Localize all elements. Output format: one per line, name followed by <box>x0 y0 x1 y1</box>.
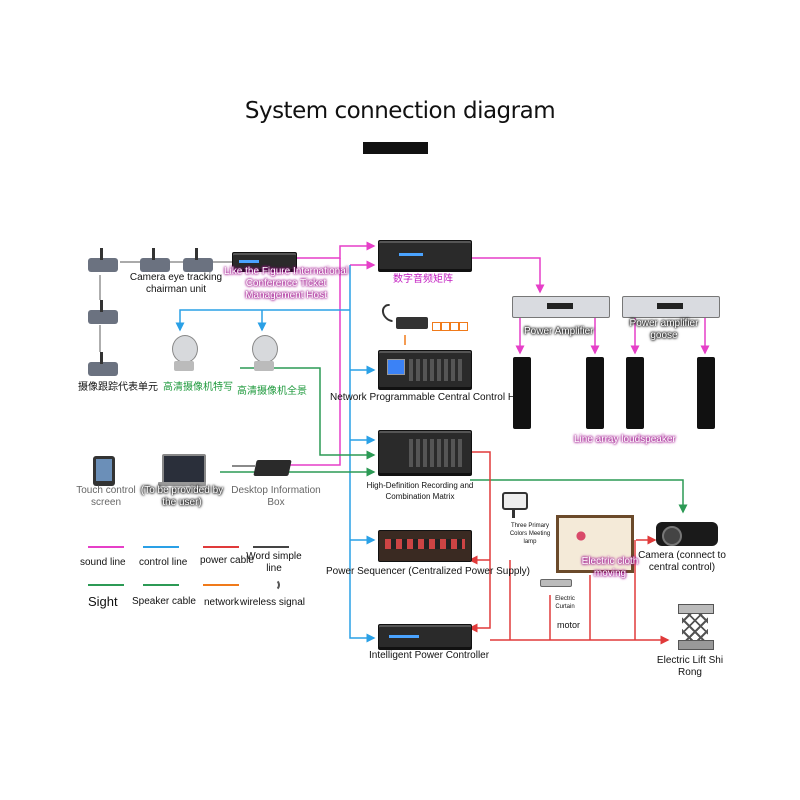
hd-camera-close-label: 高清摄像机特写 <box>163 382 233 393</box>
legend-sound-line-swatch <box>88 546 124 548</box>
motor-label: motor <box>557 620 581 630</box>
speaker-icon <box>513 357 531 429</box>
chairman-microphone-2 <box>183 248 213 274</box>
power-amplifier-goose-label: Power amplifier goose <box>629 318 699 341</box>
legend-word-simple-swatch <box>253 546 289 548</box>
legend-network: network <box>204 597 240 608</box>
legend-sight: Sight <box>88 594 118 609</box>
tablet-icon <box>93 456 115 486</box>
delegate-microphone-2 <box>88 300 118 326</box>
chairman-microphone-1 <box>140 248 170 274</box>
projection-screen <box>556 515 634 573</box>
desktop-box-label: Desktop Information Box <box>231 485 321 508</box>
power-amplifier-goose <box>622 296 720 318</box>
network-ports <box>432 322 468 332</box>
speaker-icon <box>586 357 604 429</box>
projector-icon <box>656 516 720 550</box>
ticket-management-host <box>232 252 297 272</box>
electric-curtain-label: Electric Curtain <box>555 596 575 610</box>
lift-label: Electric Lift Shi Rong <box>656 655 724 678</box>
power-sequencer <box>378 530 472 562</box>
legend-sight-swatch <box>88 584 124 586</box>
microphone-icon <box>88 362 118 376</box>
title-underline <box>363 142 428 154</box>
power-sequencer-label: Power Sequencer (Centralized Power Suppl… <box>326 566 530 577</box>
central-control-host <box>378 350 472 390</box>
delegate-microphone-3 <box>88 352 118 378</box>
desktop-information-box <box>253 460 292 476</box>
speaker-icon <box>697 357 715 429</box>
power-amplifier-label: Power Amplifier <box>524 326 594 337</box>
intelligent-power-controller <box>378 624 472 650</box>
intelligent-power-label: Intelligent Power Controller <box>369 650 490 661</box>
lift-icon <box>672 604 720 650</box>
page-title: System connection diagram <box>244 98 556 124</box>
central-control-label: Network Programmable Central Control Hos… <box>330 392 529 403</box>
delegate-microphone-1 <box>88 248 118 274</box>
speaker-icon <box>626 357 644 429</box>
line-array-label: Line array loudspeaker <box>574 434 676 445</box>
touch-screen-label: Touch control screen <box>76 485 136 508</box>
legend-control-line: control line <box>139 557 188 568</box>
digital-audio-matrix <box>378 240 472 272</box>
microphone-icon <box>140 258 170 272</box>
camera-icon <box>252 335 278 363</box>
legend-power-cable: power cable <box>200 555 254 566</box>
delegate-unit-label: 摄像跟踪代表单元 <box>78 382 158 393</box>
chairman-unit-label: Camera eye tracking chairman unit <box>129 272 223 295</box>
hd-recording-matrix <box>378 430 472 476</box>
lamp-icon <box>500 490 528 518</box>
hd-camera-full-label: 高清摄像机全景 <box>237 386 307 397</box>
laptop-icon <box>158 454 206 488</box>
power-amplifier <box>512 296 610 318</box>
legend-word-simple: Word simple line <box>246 551 302 574</box>
hd-camera-full <box>248 335 280 375</box>
digital-matrix-label: 数字音频矩阵 <box>393 274 453 285</box>
wireless-icon <box>266 577 280 591</box>
legend-sound-line: sound line <box>80 557 126 568</box>
hd-recording-label: High-Definition Recording and Combinatio… <box>366 481 474 501</box>
microphone-icon <box>88 258 118 272</box>
legend-speaker-cable-swatch <box>143 584 179 586</box>
legend-speaker-cable: Speaker cable <box>132 596 196 607</box>
electric-cloth-label: Electric cloth moving <box>581 556 639 579</box>
curtain-icon <box>540 575 572 589</box>
user-provided-label: (To be provided by the user) <box>140 485 224 508</box>
legend-network-swatch <box>203 584 239 586</box>
microphone-icon <box>88 310 118 324</box>
legend-power-cable-swatch <box>203 546 239 548</box>
legend-wireless: wireless signal <box>240 597 306 608</box>
microphone-icon <box>183 258 213 272</box>
camera-icon <box>172 335 198 363</box>
three-primary-label: Three Primary Colors Meeting lamp <box>509 523 551 545</box>
hd-camera-close <box>168 335 200 375</box>
camera-central-label: Camera (connect to central control) <box>638 550 726 573</box>
legend-control-line-swatch <box>143 546 179 548</box>
wifi-router-icon <box>378 295 438 333</box>
ticket-host-label: Like the Figure International Conference… <box>224 266 348 301</box>
